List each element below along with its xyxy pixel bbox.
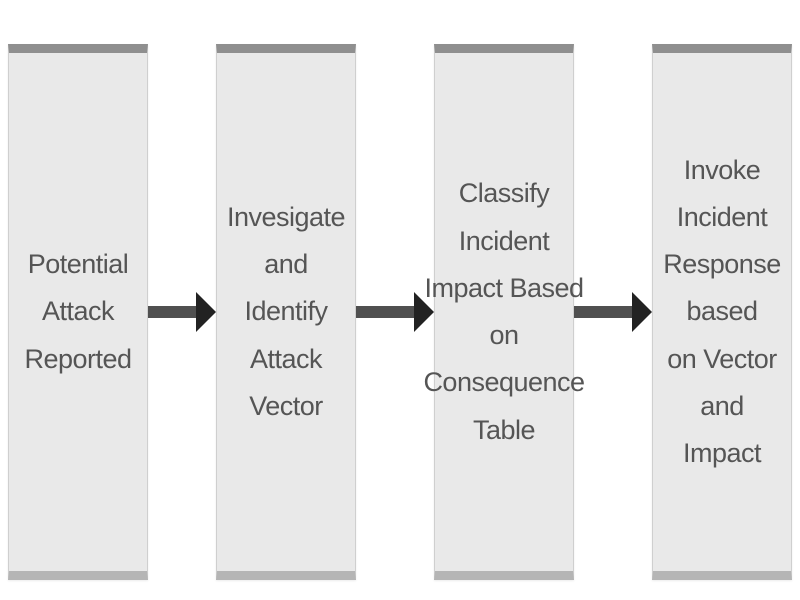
step-classify-incident-impact: Classify Incident Impact Based on Conseq… [423,44,585,580]
arrow-right-icon [414,292,434,332]
step-investigate-identify-vector: Invesigate and Identify Attack Vector [216,44,356,580]
arrow-connector [148,292,216,332]
arrow-right-icon [196,292,216,332]
step-potential-attack-reported: Potential Attack Reported [8,44,148,580]
arrow-shaft [356,306,418,318]
arrow-right-icon [632,292,652,332]
arrow-connector [574,292,652,332]
step-invoke-incident-response: Invoke Incident Response based on Vector… [652,44,792,580]
step-label: Invoke Incident Response based on Vector… [663,154,781,469]
step-label: Invesigate and Identify Attack Vector [226,201,346,421]
step-label: Potential Attack Reported [24,249,132,374]
arrow-shaft [148,306,200,318]
arrow-shaft [574,306,636,318]
step-label: Classify Incident Impact Based on Conseq… [423,178,585,445]
arrow-connector [356,292,434,332]
